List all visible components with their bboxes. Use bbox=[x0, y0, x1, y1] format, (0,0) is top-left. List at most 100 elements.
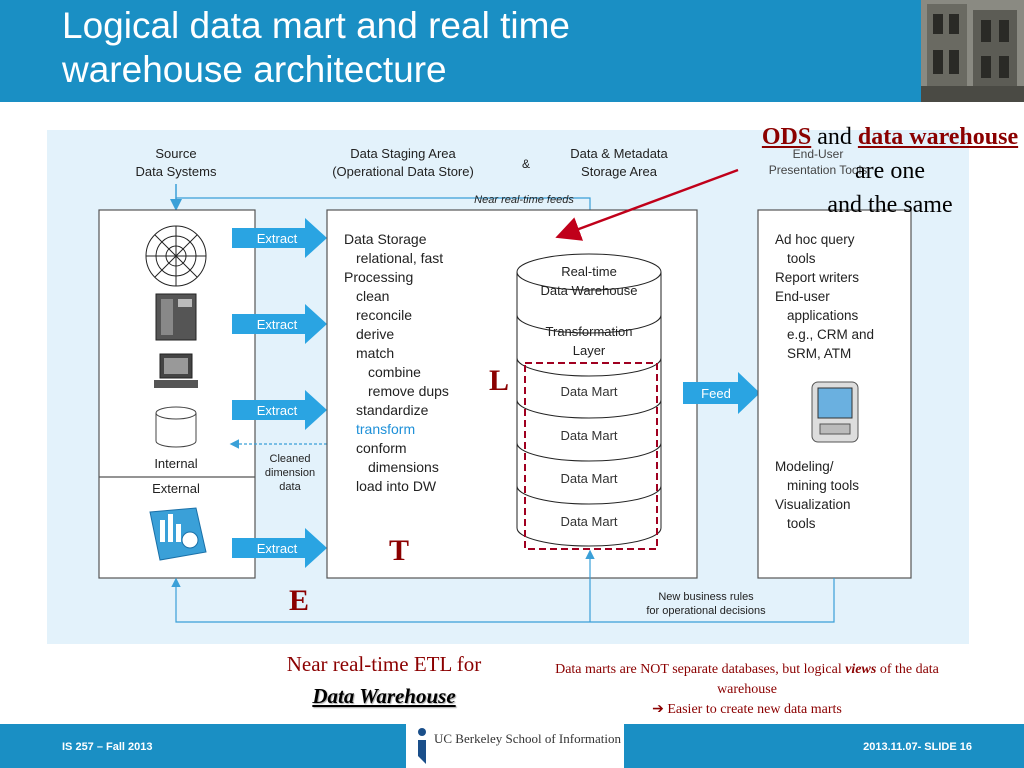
staging-line-13: load into DW bbox=[356, 478, 437, 494]
data-mart-label-3: Data Mart bbox=[560, 471, 617, 486]
staging-line-10: transform bbox=[356, 421, 415, 437]
letter-e: E bbox=[289, 584, 310, 617]
rt-dw-label-1: Real-time bbox=[561, 264, 617, 279]
enduser-tool-4: applications bbox=[787, 308, 859, 323]
footer-course: IS 257 – Fall 2013 bbox=[62, 741, 153, 753]
staging-line-8: remove dups bbox=[368, 383, 449, 399]
enduser-tool-2: Report writers bbox=[775, 270, 859, 285]
berkeley-logo-icon bbox=[418, 728, 426, 764]
title-bar bbox=[0, 0, 1024, 102]
enduser-tool-1: tools bbox=[787, 251, 816, 266]
pda-icon bbox=[811, 381, 859, 443]
metadata-heading-2: Storage Area bbox=[581, 164, 658, 179]
transform-label-2: Layer bbox=[573, 343, 606, 358]
enduser-tool-5: e.g., CRM and bbox=[787, 327, 874, 342]
ods-pointer-arrow bbox=[555, 168, 739, 241]
metadata-heading-1: Data & Metadata bbox=[570, 146, 668, 161]
staging-line-1: relational, fast bbox=[356, 250, 443, 266]
staging-line-12: dimensions bbox=[368, 459, 439, 475]
business-rules-loop bbox=[171, 577, 835, 623]
staging-line-11: conform bbox=[356, 440, 407, 456]
staging-line-6: match bbox=[356, 345, 394, 361]
data-warehouse-word: data warehouse bbox=[857, 124, 1019, 150]
enduser-tool-3: End-user bbox=[775, 289, 830, 304]
extract-label-2: Extract bbox=[257, 317, 298, 332]
source-heading-2: Data Systems bbox=[136, 164, 217, 179]
views-note-d: Easier to create new data marts bbox=[667, 702, 842, 717]
enduser-heading-2: Presentation Tools bbox=[769, 163, 868, 177]
transform-label-1: Transformation bbox=[546, 324, 633, 339]
source-heading-1: Source bbox=[155, 146, 196, 161]
title-line-2: warehouse architecture bbox=[62, 49, 447, 90]
external-label: External bbox=[152, 481, 200, 496]
staging-line-3: clean bbox=[356, 288, 389, 304]
ods-annotation: ODS and data warehouse are one and the s… bbox=[750, 120, 1024, 222]
staging-heading-2: (Operational Data Store) bbox=[332, 164, 474, 179]
cleaned-label-2: dimension bbox=[265, 467, 315, 479]
letter-l: L bbox=[489, 364, 510, 397]
footer-slide-number: 2013.11.07- SLIDE 16 bbox=[863, 741, 972, 753]
cleaned-label-3: data bbox=[279, 481, 301, 493]
enduser-tool-6: SRM, ATM bbox=[787, 346, 851, 361]
etl-note-line-1: Near real-time ETL for bbox=[286, 652, 482, 676]
extract-label-1: Extract bbox=[257, 231, 298, 246]
extract-label-3: Extract bbox=[257, 403, 298, 418]
mainframe-icon bbox=[155, 293, 197, 341]
views-note-b: views bbox=[845, 662, 877, 677]
views-note-c: of the data warehouse bbox=[717, 662, 939, 697]
data-mart-dashed-box bbox=[524, 362, 658, 550]
database-icon bbox=[155, 406, 197, 448]
ampersand: & bbox=[522, 157, 530, 171]
extract-label-4: Extract bbox=[257, 541, 298, 556]
extract-arrow-2: Extract bbox=[232, 304, 327, 344]
warehouse-cylinder bbox=[516, 253, 662, 547]
new-rules-label-2: for operational decisions bbox=[646, 605, 766, 617]
staging-line-9: standardize bbox=[356, 402, 429, 418]
cleaned-label-1: Cleaned bbox=[270, 453, 311, 465]
enduser-model-1: mining tools bbox=[787, 478, 859, 493]
chart-icon bbox=[149, 507, 207, 561]
staging-line-0: Data Storage bbox=[344, 231, 427, 247]
arrow-symbol: ➔ bbox=[652, 702, 664, 717]
data-mart-label-2: Data Mart bbox=[560, 428, 617, 443]
feed-label: Feed bbox=[701, 386, 731, 401]
views-note: Data marts are NOT separate databases, b… bbox=[524, 660, 970, 720]
and-word: and bbox=[817, 124, 852, 150]
ods-word: ODS bbox=[761, 124, 812, 150]
new-rules-label-1: New business rules bbox=[658, 591, 754, 603]
feed-arrow: Feed bbox=[683, 372, 760, 414]
data-mart-label-4: Data Mart bbox=[560, 514, 617, 529]
staging-line-4: reconcile bbox=[356, 307, 412, 323]
logo-text: UC Berkeley School of Information bbox=[434, 731, 622, 746]
views-note-a: Data marts are NOT separate databases, b… bbox=[555, 662, 842, 677]
title-line-1: Logical data mart and real time bbox=[62, 5, 570, 46]
staging-heading-1: Data Staging Area bbox=[350, 146, 456, 161]
extract-arrow-3: Extract bbox=[232, 390, 327, 430]
enduser-tool-0: Ad hoc query bbox=[775, 232, 855, 247]
etl-note-line-2: Data Warehouse bbox=[312, 684, 456, 708]
are-one-word: are one bbox=[855, 158, 925, 184]
internal-label: Internal bbox=[154, 456, 197, 471]
extract-arrow-4: Extract bbox=[232, 528, 327, 568]
enduser-model-3: tools bbox=[787, 516, 816, 531]
near-feeds-label: Near real-time feeds bbox=[474, 194, 574, 206]
letter-t: T bbox=[389, 534, 410, 567]
web-icon bbox=[145, 225, 207, 287]
logo-box bbox=[406, 724, 624, 768]
pc-icon bbox=[154, 353, 198, 388]
staging-line-2: Processing bbox=[344, 269, 413, 285]
data-mart-label-1: Data Mart bbox=[560, 384, 617, 399]
staging-line-5: derive bbox=[356, 326, 394, 342]
and-the-same-word: and the same bbox=[827, 192, 953, 218]
enduser-heading-1: End-User bbox=[793, 147, 844, 161]
slide-title: Logical data mart and real time warehous… bbox=[62, 4, 570, 92]
enduser-model-0: Modeling/ bbox=[775, 459, 834, 474]
staging-line-7: combine bbox=[368, 364, 421, 380]
etl-note: Near real-time ETL for Data Warehouse bbox=[246, 648, 522, 712]
enduser-model-2: Visualization bbox=[775, 497, 851, 512]
building-photo bbox=[921, 0, 1024, 102]
